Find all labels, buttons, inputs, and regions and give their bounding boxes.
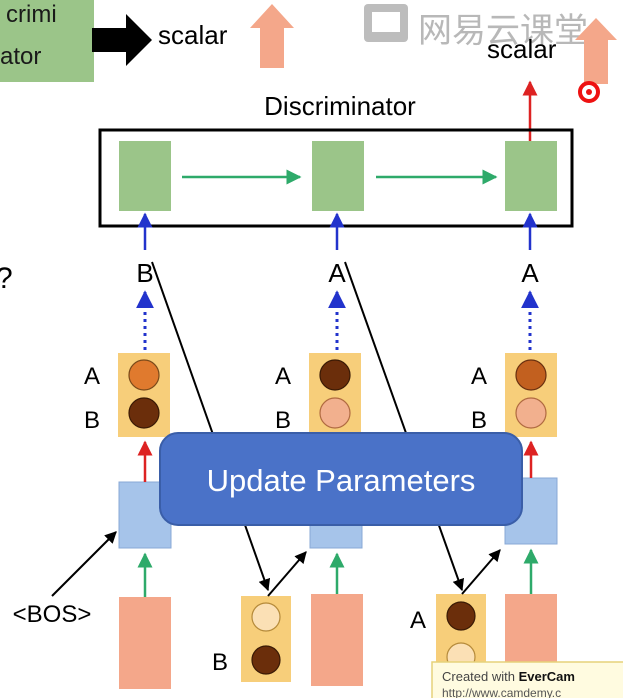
sampled-input-label-b: B (212, 649, 228, 676)
prob-label-b-1: B (84, 407, 100, 434)
sampled-input-box-b (241, 596, 291, 682)
big-black-arrow (92, 14, 152, 66)
prob-box-2 (309, 353, 361, 437)
evercam-overlay: Created with EverCam http://www.camdemy.… (431, 661, 623, 698)
scalar-label-right: scalar (487, 34, 557, 64)
question-mark: ? (0, 262, 13, 295)
prob-label-b-2: B (275, 407, 291, 434)
prob-label-b-3: B (471, 407, 487, 434)
top-disc-label-2: ator (0, 43, 41, 70)
output-token-3: A (521, 258, 539, 288)
update-parameters-banner (159, 432, 523, 526)
top-discriminator-box: crimi ator (0, 0, 94, 82)
disc-cell-2 (312, 141, 364, 211)
svg-text:Created with EverCam: Created with EverCam (442, 669, 575, 684)
sampled-arrow-a (461, 549, 501, 595)
prob-label-a-2: A (275, 363, 291, 390)
sampled-input-label-a: A (410, 607, 426, 634)
output-token-2: A (328, 258, 346, 288)
watermark: 网易云课堂 (364, 4, 588, 51)
feedback-line-1 (151, 261, 271, 592)
scalar-label-left: scalar (158, 20, 228, 50)
salmon-up-arrow-left (250, 4, 294, 68)
discriminator-title: Discriminator (264, 91, 416, 121)
input-embedding-1 (119, 597, 171, 689)
evercam-created-label: Created with (442, 669, 519, 684)
top-disc-label-1: crimi (6, 1, 57, 28)
output-token-1: B (136, 258, 153, 288)
bos-arrow (51, 531, 117, 597)
watermark-text: 网易云课堂 (418, 11, 588, 51)
disc-cell-1 (119, 141, 171, 211)
feedback-line-2 (344, 261, 465, 592)
prob-label-a-1: A (84, 363, 100, 390)
prob-box-1 (118, 353, 170, 437)
sampled-arrow-b (267, 551, 307, 597)
evercam-brand: EverCam (519, 669, 575, 684)
prob-box-3 (505, 353, 557, 437)
disc-cell-3 (505, 141, 557, 211)
update-parameters-label: Update Parameters (207, 463, 476, 498)
prob-label-a-3: A (471, 363, 487, 390)
evercam-url: http://www.camdemy.c (442, 686, 561, 698)
input-embedding-2 (311, 594, 363, 686)
bos-token: <BOS> (13, 601, 92, 628)
salmon-up-arrow-right (575, 18, 617, 84)
